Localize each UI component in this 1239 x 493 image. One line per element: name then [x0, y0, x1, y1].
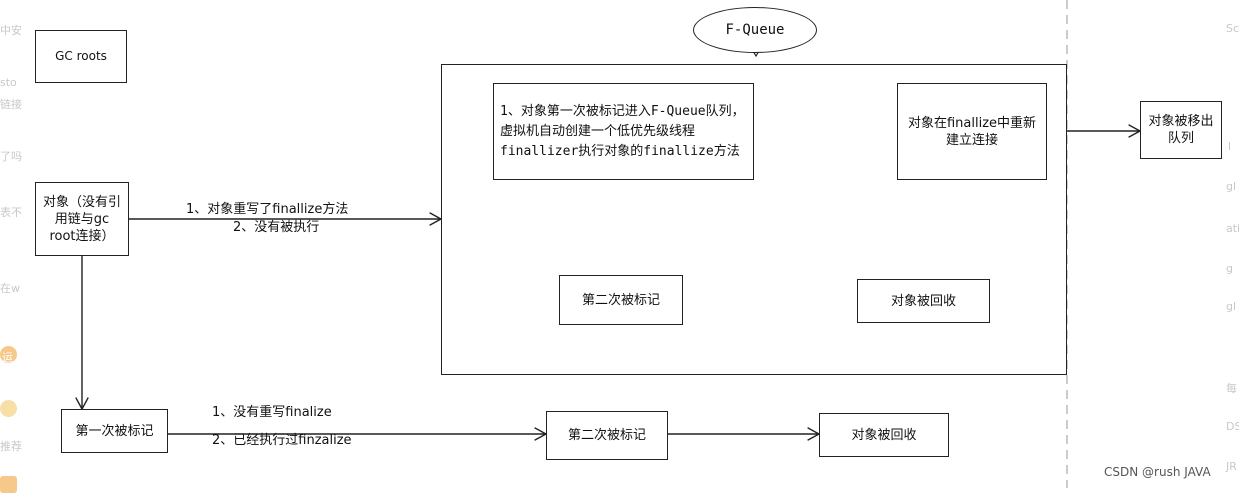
second-mark-bottom-label: 第二次被标记 — [567, 428, 646, 443]
edge-fragment-left-7: 运 — [2, 351, 13, 364]
smiley-icon — [0, 400, 17, 417]
edge-label-to-fqueue-2: 2、没有被执行 — [233, 220, 320, 235]
edge-fragment-left-3: 链接 — [0, 98, 22, 111]
object-node: 对象（没有引用链与gc root连接） — [35, 182, 129, 256]
gc-roots-node: GC roots — [35, 30, 127, 83]
second-mark-inner-node: 第二次被标记 — [559, 275, 683, 325]
object-label: 对象（没有引用链与gc root连接） — [42, 194, 121, 244]
fqueue-step-node: 1、对象第一次被标记进入F-Queue队列，虚拟机自动创建一个低优先级线程fin… — [493, 83, 754, 180]
edge-fragment-right-5: g — [1226, 262, 1233, 275]
reclaimed-inner-node: 对象被回收 — [857, 279, 990, 323]
edge-label-bottom-1: 1、没有重写finalize — [212, 405, 332, 420]
edge-fragment-right-1: Sc — [1226, 22, 1239, 35]
removed-node: 对象被移出队列 — [1140, 101, 1222, 159]
fqueue-step-label: 1、对象第一次被标记进入F-Queue队列，虚拟机自动创建一个低优先级线程fin… — [500, 103, 745, 159]
reclaimed-bottom-label: 对象被回收 — [851, 427, 917, 443]
edge-fragment-left-5: 表不 — [0, 206, 22, 219]
edge-fragment-right-9: JR — [1226, 460, 1237, 473]
second-mark-inner-label: 第二次被标记 — [581, 292, 660, 308]
edge-fragment-right-3: gl — [1226, 180, 1237, 193]
f-queue-label: F-Queue — [725, 21, 785, 38]
first-mark-node: 第一次被标记 — [61, 409, 168, 453]
gc-roots-label: GC roots — [55, 49, 107, 63]
reclaimed-inner-label: 对象被回收 — [890, 293, 956, 309]
edge-fragment-right-2: l — [1228, 140, 1232, 153]
edge-fragment-right-6: gl — [1226, 300, 1237, 313]
edge-label-bottom-2: 2、已经执行过finzalize — [212, 433, 352, 448]
orange-icon-bottom — [0, 476, 17, 493]
reconnect-label: 对象在finallize中重新建立连接 — [907, 115, 1037, 148]
edge-fragment-left-6: 在w — [0, 282, 20, 295]
orange-icon — [0, 346, 17, 363]
edge-fragment-right-4: ati — [1226, 222, 1239, 235]
second-mark-bottom-node: 第二次被标记 — [546, 411, 668, 460]
watermark: CSDN @rush JAVA — [1104, 465, 1211, 479]
edge-label-to-fqueue-1: 1、对象重写了finallize方法 — [186, 202, 349, 217]
edge-fragment-left-1: 中安 — [0, 24, 22, 37]
reconnect-node: 对象在finallize中重新建立连接 — [897, 83, 1047, 180]
f-queue-ellipse: F-Queue — [693, 7, 817, 53]
reclaimed-bottom-node: 对象被回收 — [819, 413, 949, 457]
edge-fragment-right-7: 每 — [1226, 382, 1237, 395]
removed-label: 对象被移出队列 — [1148, 114, 1214, 146]
first-mark-label: 第一次被标记 — [75, 423, 154, 439]
edge-fragment-left-2: sto — [0, 76, 17, 89]
edge-fragment-left-4: 了吗 — [0, 150, 22, 163]
edge-fragment-left-8: 推荐 — [0, 440, 22, 453]
edge-fragment-right-8: DS — [1226, 420, 1239, 433]
